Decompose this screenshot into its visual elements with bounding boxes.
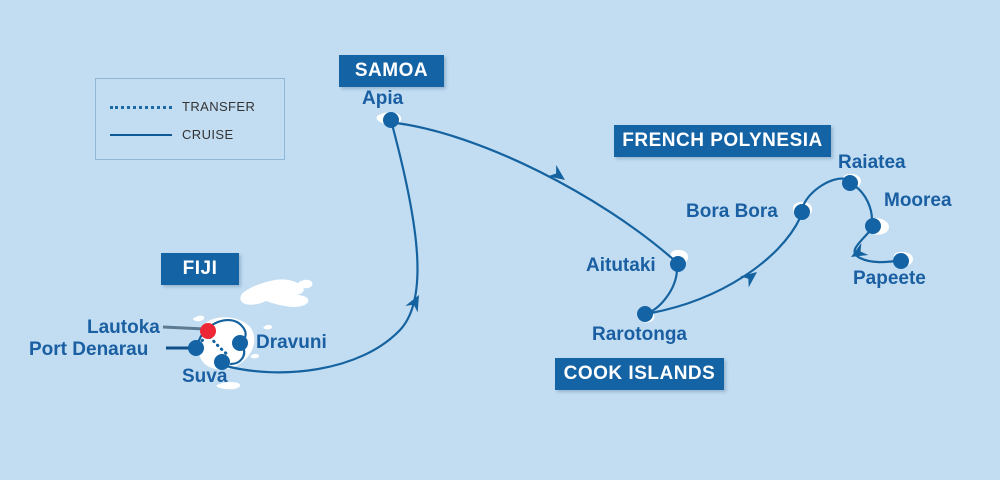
port-label-papeete[interactable]: Papeete (853, 268, 926, 289)
transfer-route-lautoka-to-suva (208, 335, 230, 357)
arrowhead-rarotonga-borabora (740, 272, 757, 288)
port-dot-lautoka[interactable] (200, 323, 216, 339)
island-vanua-levu-tip (298, 279, 313, 289)
port-dot-rarotonga[interactable] (637, 306, 653, 322)
port-label-suva[interactable]: Suva (182, 366, 228, 387)
island-mamanuca (192, 315, 205, 322)
region-label-fiji: FIJI (161, 253, 239, 285)
port-dot-papeete[interactable] (893, 253, 909, 269)
legend-item-cruise: CRUISE (110, 127, 234, 142)
cruise-route-apia-to-aitutaki (394, 121, 676, 262)
port-label-aitutaki[interactable]: Aitutaki (586, 255, 656, 276)
cruise-route-suva-to-apia (224, 126, 419, 374)
port-label-raiatea[interactable]: Raiatea (838, 152, 906, 173)
island-yasawa-upper (257, 284, 281, 293)
port-label-moorea[interactable]: Moorea (884, 190, 952, 211)
port-dot-apia[interactable] (383, 112, 399, 128)
port-label-dravuni[interactable]: Dravuni (256, 332, 327, 353)
map-legend: TRANSFER CRUISE (95, 78, 285, 160)
legend-item-transfer: TRANSFER (110, 99, 255, 114)
port-dot-dravuni[interactable] (232, 335, 248, 351)
region-label-french-polynesia: FRENCH POLYNESIA (614, 125, 831, 157)
port-label-lautoka[interactable]: Lautoka (87, 317, 160, 338)
leader-line-lautoka (162, 325, 206, 331)
arrowhead-apia-aitutaki (547, 164, 565, 180)
cruise-line-swatch (110, 130, 172, 140)
island-lau-small-2 (250, 353, 259, 359)
cruise-route-raiatea-to-moorea (853, 184, 874, 222)
island-lau-small-1 (263, 324, 272, 330)
region-label-samoa: SAMOA (339, 55, 444, 87)
port-dot-aitutaki[interactable] (670, 256, 686, 272)
cruise-route-moorea-to-papeete (853, 230, 898, 264)
route-arrowheads-layer (405, 164, 869, 313)
arrowhead-suva-apia (405, 295, 419, 313)
arrowhead-moorea-papeete (851, 242, 869, 257)
leader-lines-layer (162, 325, 206, 350)
legend-label-cruise: CRUISE (182, 127, 234, 142)
transfer-line-swatch (110, 102, 172, 112)
cruise-route-aitutaki-to-rarotonga (646, 268, 679, 315)
port-dot-suva[interactable] (214, 354, 230, 370)
port-label-bora-bora[interactable]: Bora Bora (686, 201, 778, 222)
port-label-port-denarau[interactable]: Port Denarau (29, 339, 149, 360)
island-vanua-levu (240, 279, 309, 307)
port-dot-raiatea[interactable] (842, 175, 858, 191)
port-label-rarotonga[interactable]: Rarotonga (592, 324, 687, 345)
port-dot-port-denarau[interactable] (188, 340, 204, 356)
island-kadavu (216, 381, 241, 390)
cruise-route-bora-bora-to-raiatea (801, 177, 848, 208)
legend-label-transfer: TRANSFER (182, 99, 256, 114)
region-label-cook-islands: COOK ISLANDS (555, 358, 724, 390)
port-label-apia[interactable]: Apia (362, 88, 404, 109)
port-dots-layer (188, 112, 909, 370)
port-dot-bora-bora[interactable] (794, 204, 810, 220)
port-dot-moorea[interactable] (865, 218, 881, 234)
